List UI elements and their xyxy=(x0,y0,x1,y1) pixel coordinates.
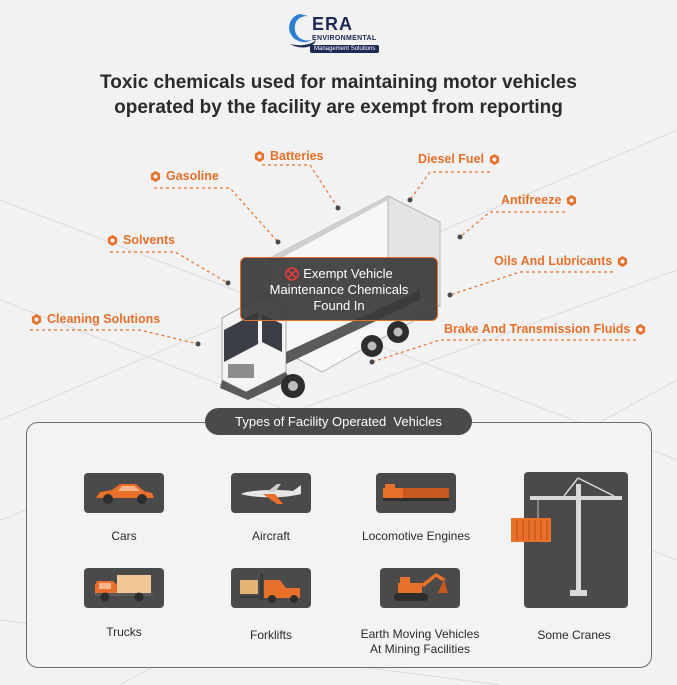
gear-icon xyxy=(254,150,265,162)
excavator-icon xyxy=(394,573,448,601)
headline-line-1: Toxic chemicals used for maintaining mot… xyxy=(100,72,577,93)
callout-line-3: Found In xyxy=(313,298,365,313)
chemical-label-cleaning-solutions: Cleaning Solutions xyxy=(31,312,160,326)
chemical-label-batteries: Batteries xyxy=(254,149,324,163)
forklift-icon xyxy=(240,574,300,603)
car-icon xyxy=(96,484,154,504)
truck-icon xyxy=(95,575,153,602)
headline-line-2: operated by the facility are exempt from… xyxy=(114,97,563,118)
earth-moving-line-2: At Mining Facilities xyxy=(369,642,471,656)
vehicle-label-cars: Cars xyxy=(111,529,137,543)
earth-moving-line-1: Earth Moving Vehicles xyxy=(360,627,480,641)
vehicle-label-some-cranes: Some Cranes xyxy=(537,628,611,642)
no-entry-icon xyxy=(285,267,299,281)
callout-line-1: Exempt Vehicle xyxy=(303,266,393,281)
panel-title: Types of Facility Operated Vehicles xyxy=(205,408,472,435)
chemical-label-solvents: Solvents xyxy=(107,233,175,247)
car-tile xyxy=(84,473,164,513)
exempt-callout: Exempt Vehicle Maintenance Chemicals Fou… xyxy=(240,257,438,321)
gear-icon xyxy=(636,323,646,335)
vehicle-label-earth-moving: Earth Moving Vehicles At Mining Faciliti… xyxy=(345,627,495,657)
aircraft-icon xyxy=(241,484,301,504)
chemical-label-gasoline: Gasoline xyxy=(150,169,219,183)
gear-icon xyxy=(567,194,577,206)
company-logo: ERA ENVIRONMENTAL Management Solutions xyxy=(284,8,396,58)
gear-icon xyxy=(489,153,500,165)
logo-subtitle: ENVIRONMENTAL xyxy=(312,35,377,42)
gear-icon xyxy=(150,170,161,182)
vehicle-label-trucks: Trucks xyxy=(106,625,142,639)
chemical-label-diesel-fuel: Diesel Fuel xyxy=(418,152,500,166)
vehicle-label-locomotive-engines: Locomotive Engines xyxy=(361,529,471,543)
logo-tagline: Management Solutions xyxy=(310,45,380,53)
globe-swirl-icon xyxy=(289,14,316,48)
crane-icon xyxy=(530,477,622,596)
chemical-label-oils-and-lubricants: Oils And Lubricants xyxy=(494,254,628,268)
gear-icon xyxy=(31,313,42,325)
locomotive-tile xyxy=(376,473,456,513)
chemical-label-antifreeze: Antifreeze xyxy=(501,193,577,207)
vehicle-label-aircraft: Aircraft xyxy=(251,529,290,543)
forklift-tile xyxy=(231,568,311,608)
aircraft-tile xyxy=(231,473,311,513)
locomotive-icon xyxy=(383,484,449,501)
cargo-container-icon xyxy=(511,518,551,542)
callout-line-2: Maintenance Chemicals xyxy=(269,282,409,297)
vehicle-label-forklifts: Forklifts xyxy=(250,628,292,642)
headline: Toxic chemicals used for maintaining mot… xyxy=(0,70,677,120)
gear-icon xyxy=(618,255,628,267)
chemical-label-brake-and-transmission-fluids: Brake And Transmission Fluids xyxy=(444,322,646,336)
excavator-tile xyxy=(380,568,460,608)
truck-tile xyxy=(84,568,164,608)
logo-name: ERA xyxy=(312,14,354,34)
gear-icon xyxy=(107,234,118,246)
